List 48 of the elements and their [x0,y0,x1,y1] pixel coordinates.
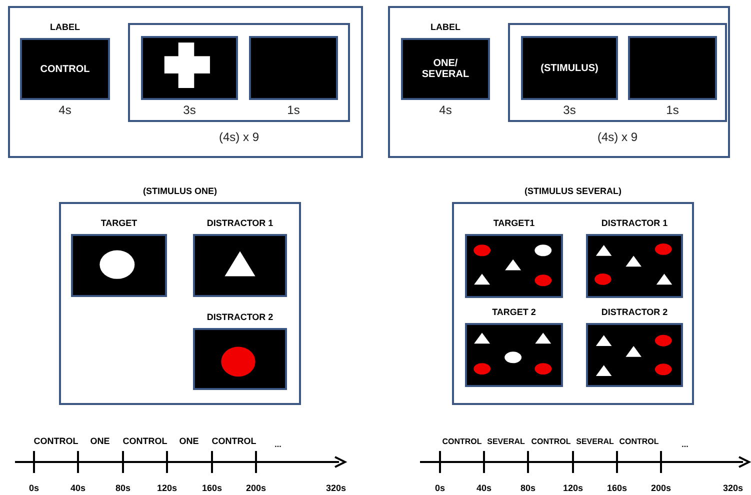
time-tick-label: 40s [476,483,492,493]
screen-text: ONE/ SEVERAL [420,58,470,80]
condition-label: CONTROL [212,436,256,446]
screen-text: (STIMULUS) [540,62,600,74]
time-tick-label: 160s [606,483,628,493]
time-tick-label: 0s [29,483,39,493]
time-tick-label: 320s [722,483,744,493]
condition-label: CONTROL [34,436,78,446]
condition-label: SEVERAL [487,437,525,446]
time-tick-label: 160s [202,483,222,493]
time-tick-label: 40s [70,483,86,493]
repeat-label: (4s) x 9 [597,130,638,144]
duration-label: 1s [666,103,679,117]
time-tick-label: 320s [326,483,346,493]
time-tick-label: 200s [650,483,672,493]
condition-label: ... [682,440,688,449]
condition-label: ONE [179,436,199,446]
time-tick-label: 120s [156,483,178,493]
repeat-label: (4s) x 9 [218,130,259,144]
panel-heading: (STIMULUS SEVERAL) [524,186,622,196]
screen-label: DISTRACTOR 2 [206,312,274,322]
screen-label: TARGET 2 [492,307,536,317]
condition-label: CONTROL [122,436,168,446]
condition-label: ... [274,440,282,449]
time-tick-label: 120s [562,483,584,493]
condition-label: CONTROL [531,437,571,446]
panel-heading: (STIMULUS ONE) [143,186,217,196]
screen-text: CONTROL [39,64,91,74]
condition-label: CONTROL [442,437,482,446]
time-tick-label: 0s [435,483,445,493]
screen-label: DISTRACTOR 2 [601,307,668,317]
duration-label: 1s [287,103,300,117]
screen-label: TARGET1 [493,218,535,228]
time-tick-label: 80s [520,483,536,493]
screen-label: TARGET [100,218,138,228]
screen-label: DISTRACTOR 1 [206,218,274,228]
condition-label: SEVERAL [576,437,614,446]
condition-label: ONE [90,436,110,446]
screen-label: LABEL [430,22,460,32]
condition-label: CONTROL [619,437,659,446]
duration-label: 4s [58,103,72,117]
time-tick-label: 200s [246,483,266,493]
duration-label: 4s [439,103,452,117]
duration-label: 3s [563,103,576,117]
screen-label: DISTRACTOR 1 [601,218,668,228]
screen-label: LABEL [50,22,80,32]
time-tick-label: 80s [115,483,131,493]
duration-label: 3s [183,103,196,117]
